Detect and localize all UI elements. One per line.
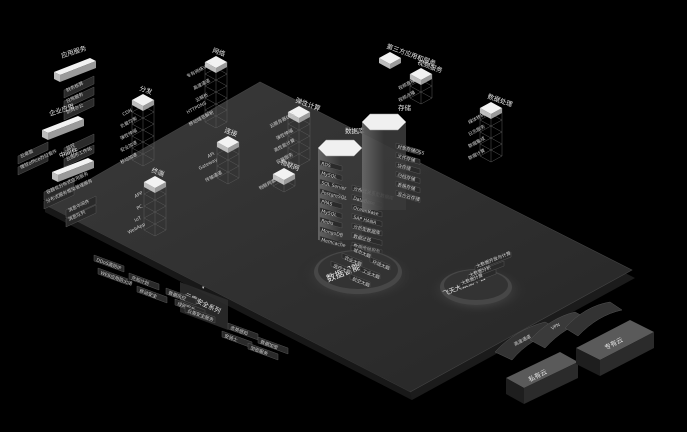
connectors: 高速通道 VPN (494, 301, 623, 361)
stack-item: 监控 (63, 133, 95, 157)
db-item-label: MySQL (321, 171, 338, 181)
db-item-label: MySQL (321, 209, 338, 219)
stack-title: 终端 (150, 165, 166, 178)
stack-item: APP (134, 190, 145, 199)
db-item: 数据迁移 (351, 232, 383, 246)
db-item-label: 数据迁移 (353, 233, 373, 244)
stack-item: PC (136, 204, 144, 212)
stack-cap (379, 52, 401, 64)
storage-item-label: 块存储 (397, 162, 412, 172)
stack-item-label: 监控 (65, 141, 77, 151)
stack-item: 云解析 (194, 91, 210, 104)
stack-item: 专有网络VPC (185, 61, 213, 80)
stack-item: API (207, 151, 216, 160)
stack-cap (273, 168, 295, 180)
db-item-label: Redis (321, 218, 335, 227)
db-item-label: MongoDB (321, 228, 344, 239)
storage-item-label: 表格存储 (397, 181, 417, 192)
db-item: SAP HANA (351, 213, 383, 227)
db-item-label: SAP HANA (353, 215, 378, 227)
storage-item-label: 文件存储 (397, 153, 417, 164)
stack-item: 高速通道 (192, 77, 212, 92)
stack-cap (410, 68, 432, 80)
security-item-label: 安骑士 (223, 332, 239, 343)
security-item-label: 移动安全 (138, 287, 158, 300)
storage-item: 块存储 (395, 161, 421, 175)
stack-cap (144, 176, 166, 188)
storage-item: 表格存储 (395, 180, 421, 194)
stack-cap (132, 94, 154, 106)
db-item-label: Memcache (321, 237, 347, 249)
db-item: MySQL (319, 169, 343, 181)
stack-title: 连接 (223, 125, 239, 138)
stack-item: 视频直播 (397, 77, 417, 92)
connector-label-vpn: VPN (550, 322, 561, 332)
stack-item: IoT (134, 215, 143, 224)
storage-item: 文件存储 (395, 152, 421, 165)
database-title: 数据库 (345, 126, 365, 135)
security-arrow-icon: ▾ (202, 286, 205, 291)
stack-title: 应用服务 (60, 43, 88, 60)
security-item: WEB应用防火墙 (97, 267, 134, 287)
db-item: MySQL (319, 207, 343, 219)
db-item-label: RDS (321, 161, 332, 169)
db-item: RDS (319, 159, 343, 172)
stack-item: CDN (122, 108, 134, 118)
security-item-label: WEB应用防火墙 (99, 269, 133, 287)
security-item: 先知计划 (128, 272, 160, 291)
stack-item: 负载均衡 (119, 115, 139, 130)
db-item: Redis (319, 216, 343, 229)
dedicated-cloud-block[interactable]: 专有云 (576, 320, 654, 376)
db-item: MongoDB (319, 226, 344, 239)
storage-item: 归档存储 (395, 171, 421, 184)
stack-title: 分发 (138, 83, 154, 96)
db-item-label: PPAS (321, 199, 334, 208)
private-cloud-block[interactable]: 私有云 (506, 352, 578, 404)
data-intelligence-disc: 数据智能 城市大脑农业大脑医疗大脑环境大脑工业大脑航空大脑 (296, 244, 420, 305)
security-item: 移动安全 (136, 285, 168, 304)
storage-title: 存储 (398, 103, 412, 112)
storage-item-label: 归档存储 (397, 172, 417, 183)
stack-cap (217, 136, 239, 148)
stack-cap (205, 56, 227, 68)
stack-item: 媒体转码 (467, 111, 487, 126)
db-item: PPAS (319, 197, 343, 210)
stack-cap (480, 102, 502, 114)
stack-title: 网络 (211, 45, 227, 58)
stack-cap (288, 106, 310, 118)
security-series: ▾ 云盾安全系列 DDoS高防IPWEB应用防火墙先知计划移动安全数据风控绿网服… (93, 254, 289, 361)
security-item-label: 先知计划 (130, 274, 150, 287)
